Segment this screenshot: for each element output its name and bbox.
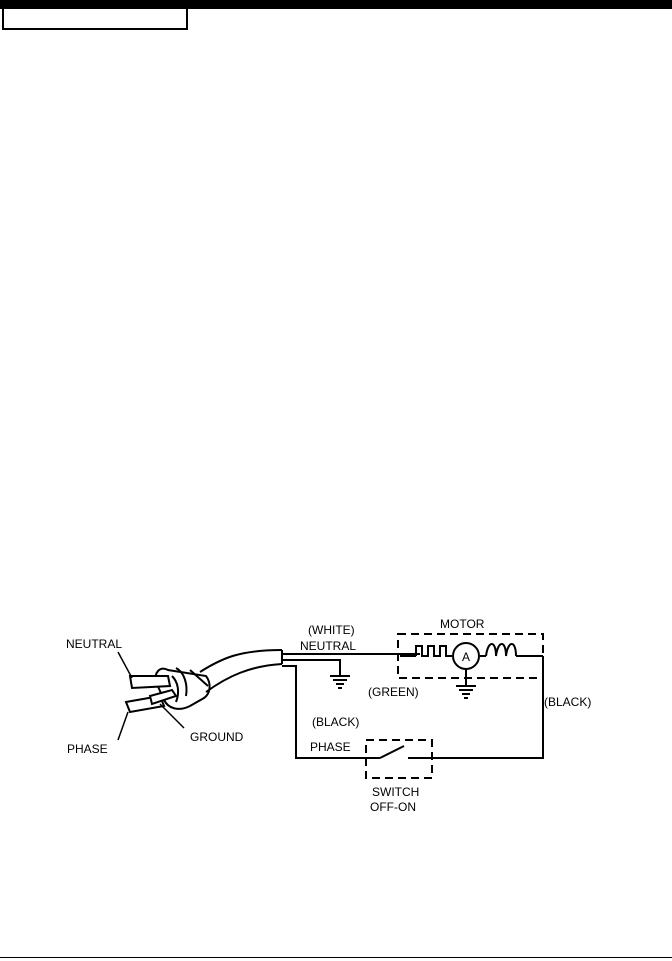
return-wire — [430, 656, 544, 759]
phase-wire-label: PHASE — [310, 740, 351, 754]
wiring-diagram: A NEUTRAL PHASE GROUND (WHITE) NEUTRAL M… — [66, 617, 591, 814]
neutral-prong — [128, 675, 172, 690]
cord-ground-wire — [282, 659, 350, 689]
page-footer-rule — [0, 957, 672, 958]
ground-plug-label: GROUND — [190, 730, 244, 744]
page-header-bar — [0, 0, 672, 9]
header-tab-box — [2, 9, 188, 30]
phase-wire — [282, 665, 360, 759]
power-cord — [199, 649, 283, 693]
plug-prongs — [124, 675, 178, 714]
switch-contacts — [360, 745, 432, 759]
motor-enclosure — [397, 633, 544, 679]
neutral-wire-label: NEUTRAL — [300, 639, 356, 653]
motor-internals — [400, 643, 543, 699]
motor-label: MOTOR — [440, 617, 485, 631]
white-wire-label: (WHITE) — [308, 623, 355, 637]
motor-symbol-label: A — [462, 650, 470, 664]
black-wire-right-label: (BLACK) — [544, 695, 591, 709]
switch-label: SWITCH — [372, 785, 419, 799]
leader-lines — [117, 651, 185, 741]
neutral-plug-label: NEUTRAL — [66, 637, 122, 651]
green-wire-label: (GREEN) — [368, 685, 419, 699]
ground-prong — [148, 688, 178, 706]
black-wire-left-label: (BLACK) — [312, 715, 359, 729]
switch-state-label: OFF-ON — [370, 800, 416, 814]
phase-plug-label: PHASE — [67, 742, 108, 756]
motor-armature-icon — [452, 642, 480, 670]
